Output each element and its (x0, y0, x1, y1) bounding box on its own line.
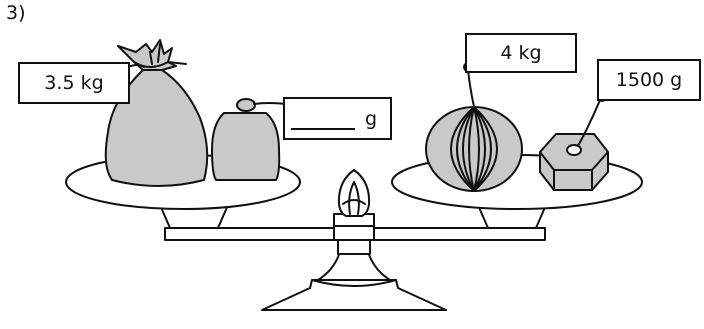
answer-unit: g (365, 107, 378, 130)
melon-weight-label: 4 kg (500, 42, 542, 64)
hex-weight-label: 1500 g (615, 69, 683, 91)
scale-column (317, 251, 391, 281)
scale-base (261, 279, 447, 311)
melon-weight-tag: 4 kg (465, 33, 577, 73)
hex-weight (539, 133, 609, 191)
question-number: 3) (6, 2, 26, 24)
melon (425, 106, 523, 192)
answer-blank[interactable] (291, 108, 355, 130)
sack (104, 39, 209, 187)
bell-weight (211, 98, 281, 181)
scale-pointer (337, 169, 371, 217)
sack-weight-label: 3.5 kg (44, 72, 104, 94)
answer-tag: g (283, 97, 392, 140)
sack-weight-tag: 3.5 kg (18, 62, 130, 104)
hex-weight-tag: 1500 g (597, 59, 701, 101)
